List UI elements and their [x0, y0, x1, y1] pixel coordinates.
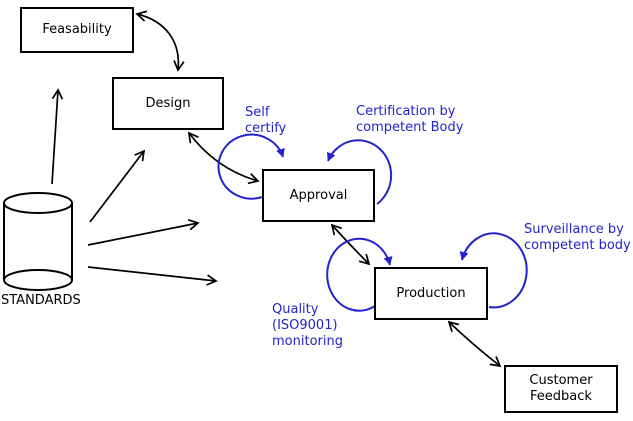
arrow-standards-feasability [51, 88, 64, 185]
arrow-standards-design [89, 149, 146, 223]
loop-surveillance [459, 232, 528, 309]
annotation-quality-monitoring: Quality (ISO9001) monitoring [272, 302, 343, 350]
arrow-design-approval [187, 131, 260, 185]
node-feasability: Feasability [20, 7, 134, 53]
node-design: Design [112, 77, 224, 130]
arrow-standards-approval [87, 219, 200, 246]
node-standards-label: STANDARDS [1, 293, 81, 308]
annotation-surveillance-line1: Surveillance by [524, 222, 624, 237]
annotation-certification: Certification by competent Body [356, 104, 463, 136]
node-design-label: Design [145, 95, 191, 111]
standards-cylinder [3, 192, 73, 291]
node-production-label: Production [396, 285, 466, 301]
arrow-approval-production [330, 223, 371, 266]
node-production: Production [374, 267, 488, 320]
annotation-surveillance-line2: competent body [524, 238, 631, 253]
annotation-certification-line2: competent Body [356, 120, 464, 135]
annotation-certification-line1: Certification by [356, 104, 456, 119]
node-customer-feedback-line2: Feedback [530, 389, 592, 404]
annotation-self-certify-line1: Self [245, 105, 270, 120]
node-feasability-label: Feasability [42, 22, 112, 37]
annotation-quality-line2: (ISO9001) [272, 318, 338, 333]
arrow-standards-production [87, 266, 218, 286]
annotation-quality-line3: monitoring [272, 334, 343, 349]
loop-self-certify [217, 133, 285, 200]
node-customer-feedback: Customer Feedback [504, 365, 618, 413]
annotation-self-certify-line2: certify [245, 121, 287, 136]
annotation-surveillance: Surveillance by competent body [524, 222, 631, 254]
node-approval-label: Approval [289, 187, 348, 203]
annotation-quality-line1: Quality [272, 302, 319, 317]
node-approval: Approval [262, 169, 375, 222]
loop-certification [326, 139, 393, 205]
arrow-feasability-design [135, 10, 185, 72]
loop-quality-monitoring [326, 237, 393, 312]
arrow-production-customer-feedback [447, 320, 502, 368]
annotation-self-certify: Self certify [245, 105, 286, 137]
node-customer-feedback-line1: Customer [529, 373, 593, 388]
